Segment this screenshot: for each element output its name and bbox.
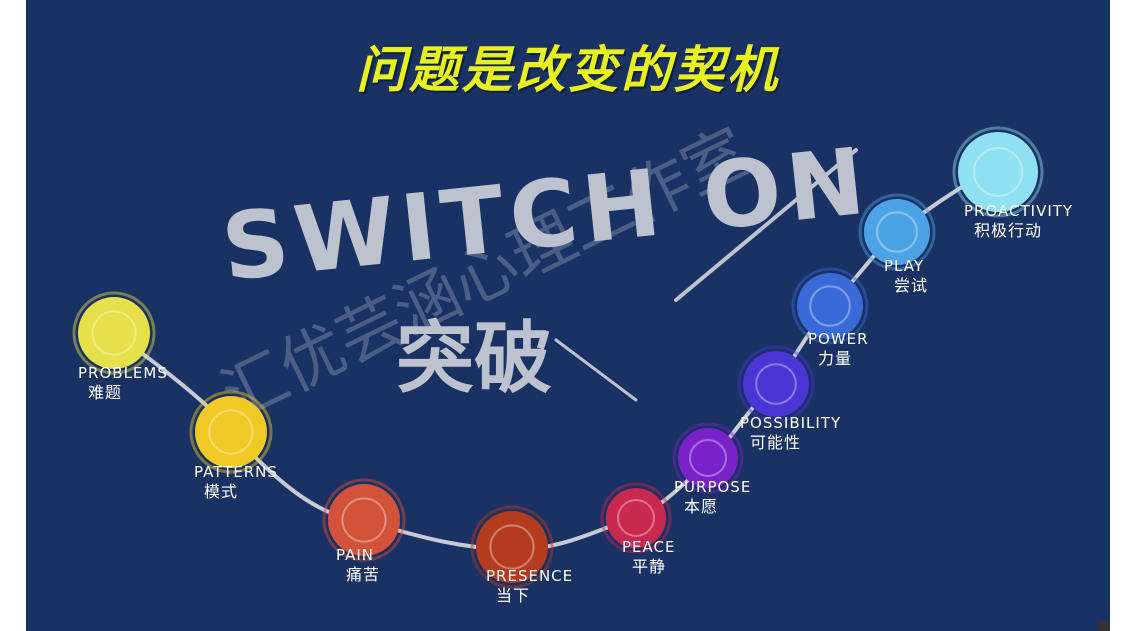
stage-chalk-swirl [755, 363, 797, 405]
stage-chalk-swirl [876, 211, 918, 253]
stage-chalk-swirl [489, 524, 535, 570]
stage-label-cn: 痛苦 [346, 565, 380, 584]
stage-chalk-swirl [689, 439, 727, 477]
stage-label-en: PAIN [336, 546, 374, 564]
stage-label-cn: 本愿 [684, 497, 718, 516]
stage-label-cn: 当下 [496, 586, 530, 605]
stage-label-en: PATTERNS [194, 463, 278, 481]
stage-chalk-swirl [617, 499, 655, 537]
stage-label-cn: 可能性 [750, 433, 801, 452]
stage-label-en: POWER [808, 330, 869, 348]
stage-circle [958, 132, 1038, 212]
stage-circle [864, 199, 930, 265]
stage-label-cn: 力量 [818, 349, 852, 368]
stage-label-en: PRESENCE [486, 567, 573, 585]
stage-chalk-swirl [208, 409, 254, 455]
stage-label-cn: 尝试 [894, 276, 928, 295]
stage-ring [737, 345, 815, 423]
stage-label-cn: 平静 [632, 557, 666, 576]
stage-chalk-swirl [973, 147, 1023, 197]
stage-ring [672, 422, 744, 494]
stage-label-en: PURPOSE [674, 478, 751, 496]
breakthrough-headline: 突破 [396, 314, 552, 404]
stage-chalk-swirl [91, 310, 137, 356]
slide-title: 问题是改变的契机 [356, 41, 780, 99]
stage-circle [678, 428, 738, 488]
stage-ring [189, 390, 273, 474]
stage-label-en: PEACE [622, 538, 675, 556]
stage-circle [328, 484, 400, 556]
stage-circle [476, 511, 548, 583]
slide-canvas: 问题是改变的契机 汇优芸涵心理工作室 SWITCH ON 突破 PROBLEMS… [26, 0, 1110, 631]
stage-ring [72, 291, 156, 375]
stage-ring [470, 505, 554, 589]
headline-underline-stroke [674, 148, 858, 302]
stage-label-en: PLAY [884, 257, 924, 275]
stage-ring [600, 482, 672, 554]
stage-ring [791, 267, 869, 345]
stage-ring [322, 478, 406, 562]
stage-chalk-swirl [341, 497, 387, 543]
stage-label-en: PROACTIVITY [964, 202, 1073, 220]
stage-circle [743, 351, 809, 417]
stage-label-en: PROBLEMS [78, 364, 168, 382]
stage-ring [858, 193, 936, 271]
stage-ring [952, 126, 1044, 218]
stage-circle [797, 273, 863, 339]
stage-chalk-swirl [809, 285, 851, 327]
switch-on-illustration: 汇优芸涵心理工作室 SWITCH ON 突破 PROBLEMS难题PATTERN… [72, 115, 1073, 605]
stage-label-cn: 模式 [204, 482, 238, 501]
stage-circle [195, 396, 267, 468]
stage-circle [78, 297, 150, 369]
stage-circle [606, 488, 666, 548]
breakthrough-flourish [554, 338, 638, 402]
corner-mark [1098, 621, 1110, 631]
stage-label-cn: 积极行动 [974, 221, 1042, 240]
stage-label-en: POSSIBILITY [740, 414, 841, 432]
stage-label-cn: 难题 [88, 383, 122, 402]
